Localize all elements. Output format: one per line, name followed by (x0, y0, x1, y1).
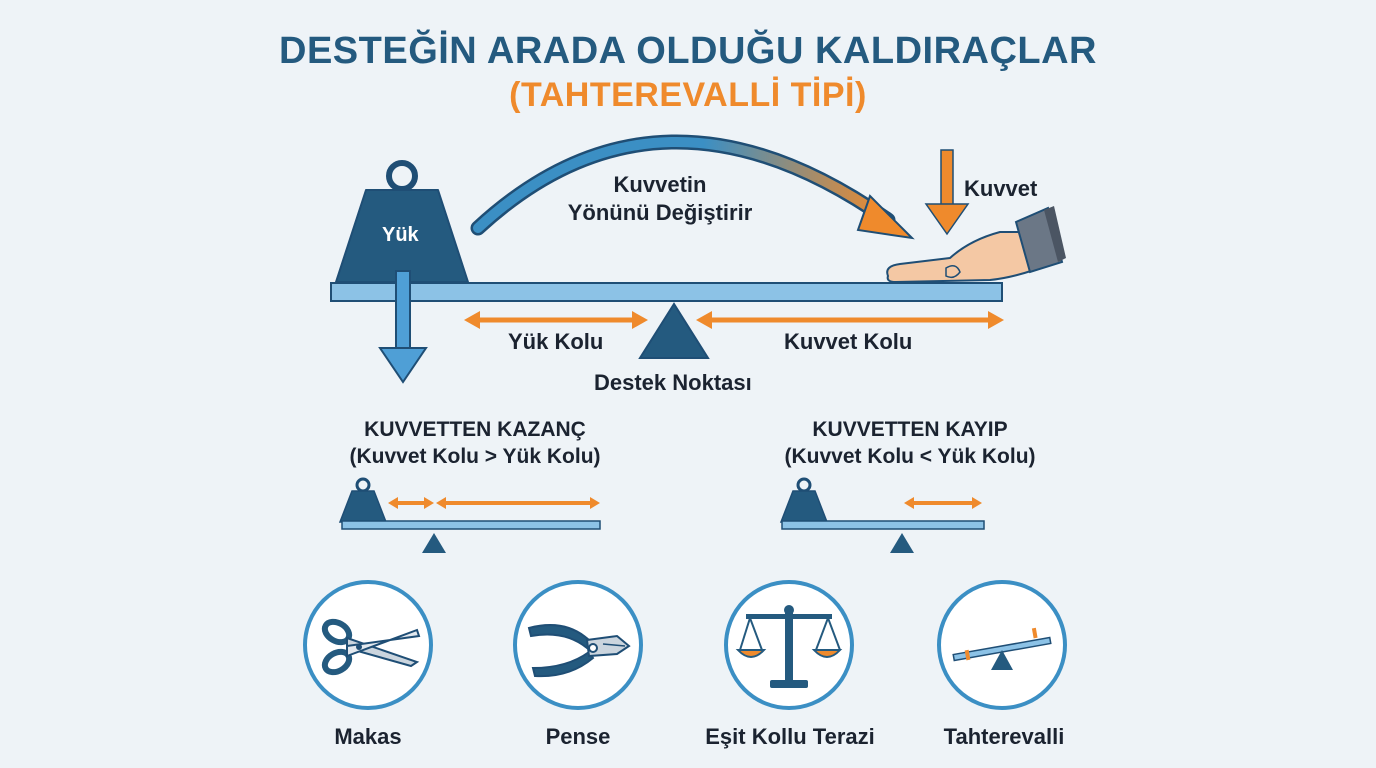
fulcrum-label: Destek Noktası (594, 370, 752, 395)
load-arm-arrow (464, 311, 648, 329)
page-title: DESTEĞİN ARADA OLDUĞU KALDIRAÇLAR (279, 30, 1097, 72)
loss-title: KUVVETTEN KAYIP (812, 418, 1008, 441)
scale-circle (724, 580, 854, 710)
pliers-circle (513, 580, 643, 710)
pliers-icon (527, 624, 631, 678)
gain-lever-diagram (338, 477, 601, 553)
gain-title: KUVVETTEN KAZANÇ (364, 418, 586, 441)
hand-icon (886, 206, 1066, 283)
seesaw-circle (937, 580, 1067, 710)
force-arm-label: Kuvvet Kolu (784, 329, 913, 354)
lever-beam (330, 282, 1003, 302)
force-arm-arrow (696, 311, 1004, 329)
loss-condition: (Kuvvet Kolu < Yük Kolu) (784, 445, 1036, 468)
balance-scale-icon (735, 605, 843, 688)
seesaw-icon (952, 627, 1052, 670)
direction-change-arrow (470, 134, 915, 240)
scissors-circle (303, 580, 433, 710)
load-label: Yük (382, 224, 419, 246)
loss-lever-diagram (779, 477, 985, 553)
example-label-terazi: Eşit Kollu Terazi (705, 724, 875, 749)
scissors-icon (321, 618, 421, 676)
direction-label-line2: Yönünü Değiştirir (567, 200, 753, 225)
example-label-makas: Makas (334, 724, 402, 749)
direction-label-line1: Kuvvetin (613, 172, 707, 197)
applied-force-arrow (924, 149, 970, 236)
load-arm-label: Yük Kolu (508, 329, 604, 354)
page-subtitle: (TAHTEREVALLİ TİPİ) (509, 76, 867, 114)
example-label-pense: Pense (545, 724, 611, 749)
example-label-tahterevalli: Tahterevalli (943, 724, 1065, 749)
load-weight-icon (335, 160, 469, 283)
load-force-arrow (378, 270, 428, 384)
force-label: Kuvvet (964, 176, 1038, 201)
fulcrum-triangle (638, 302, 710, 359)
gain-condition: (Kuvvet Kolu > Yük Kolu) (349, 445, 601, 468)
